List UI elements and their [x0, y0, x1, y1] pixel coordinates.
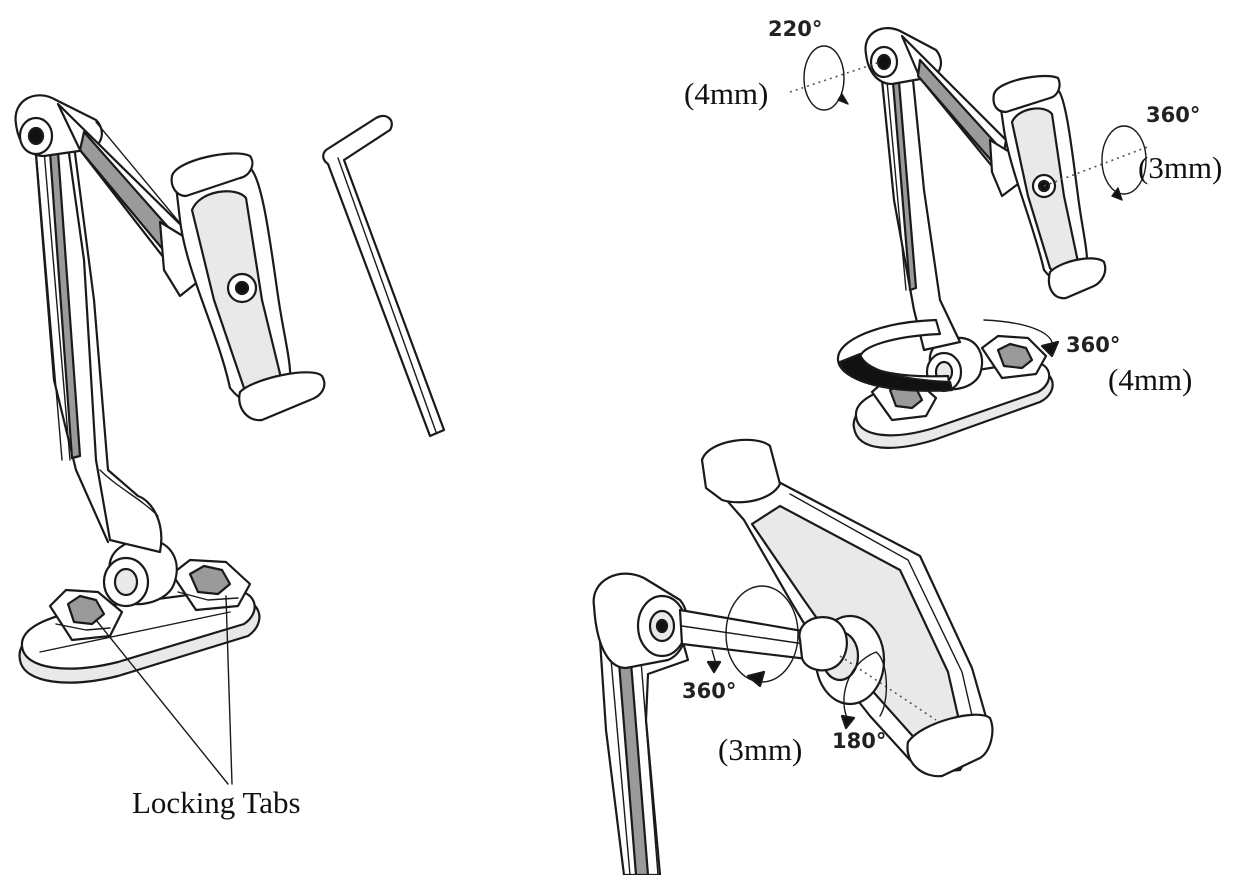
stand-lower-arm [16, 108, 163, 554]
fig2-top-hex-label: (4mm) [684, 76, 768, 111]
fig3-hinge [592, 572, 689, 670]
fig3-angle-a-label: 360° [682, 679, 736, 703]
locking-tab-right [170, 558, 252, 612]
locking-tabs-callout [95, 595, 233, 785]
fig3-connecting-rod [678, 608, 822, 662]
fig2-top-angle-label: 220° [768, 17, 822, 41]
stand-swivel-joint [102, 538, 178, 608]
figure-rotation-angles: 220° (4mm) 360° (3mm) 360° (4mm) [684, 17, 1222, 449]
fig2-holder-hex-label: (3mm) [1138, 150, 1222, 185]
fig2-holder-rotation [1043, 125, 1151, 201]
fig2-base-angle-label: 360° [1066, 333, 1120, 357]
locking-tabs-label: Locking Tabs [132, 785, 301, 820]
fig2-top-rotation [789, 45, 881, 111]
fig2-holder-angle-label: 360° [1146, 103, 1200, 127]
stand-top-hinge [14, 94, 103, 158]
hex-key-tool [322, 114, 446, 438]
fig2-base-rotation [836, 318, 1060, 392]
fig3-rod-rotation [706, 585, 799, 688]
stand-tablet-clamp [170, 152, 326, 422]
fig3-hex-label: (3mm) [718, 732, 802, 767]
fig3-clamp-rotation [839, 651, 937, 730]
stand-upper-arm [56, 102, 202, 298]
fig3-angle-b-label: 180° [832, 729, 886, 753]
figure-holder-closeup: 360° (3mm) 180° [592, 438, 994, 875]
fig2-tablet-clamp [992, 74, 1107, 300]
locking-tab-left [48, 588, 124, 642]
figure-assembled-stand: Locking Tabs [14, 94, 446, 820]
fig2-base-hex-label: (4mm) [1108, 362, 1192, 397]
